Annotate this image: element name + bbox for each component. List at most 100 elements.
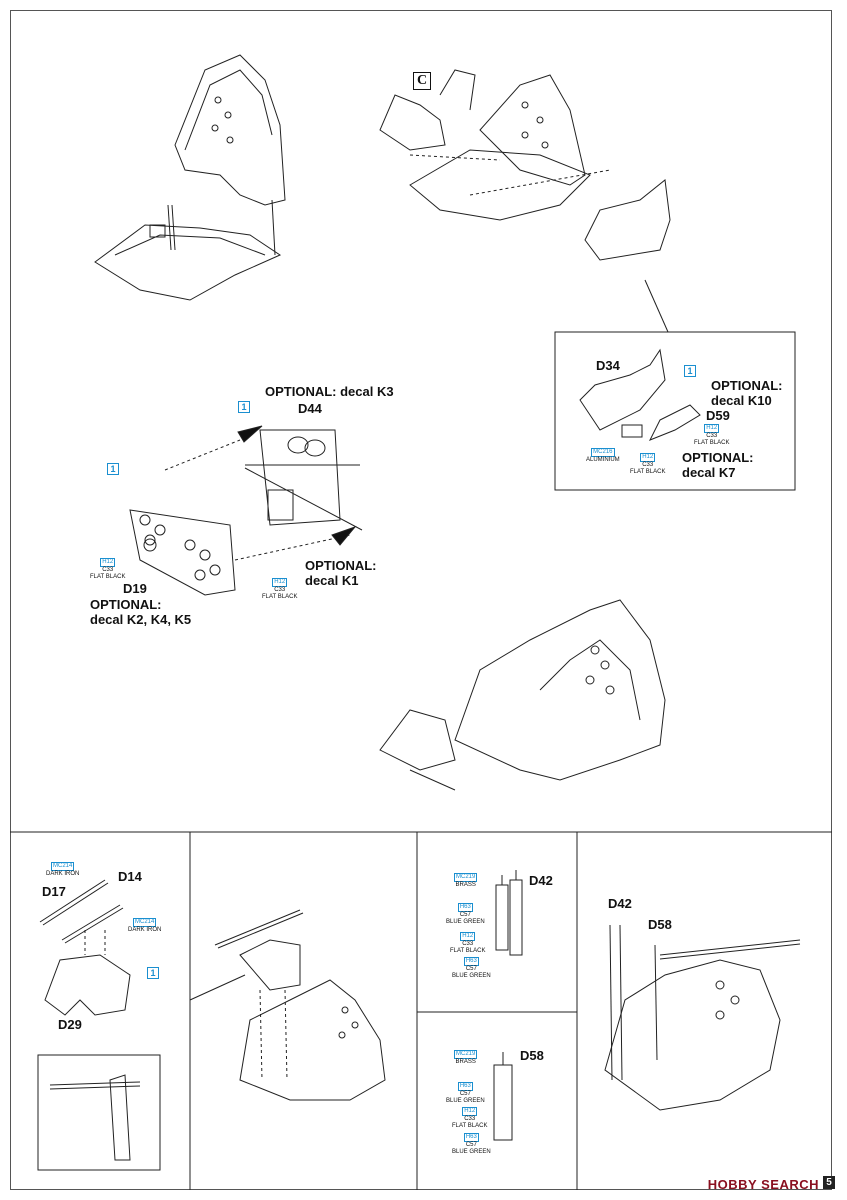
paint-code: H63 xyxy=(463,957,479,966)
paint-code: C57 xyxy=(459,1091,471,1097)
part-d19-label: D19 xyxy=(123,581,147,596)
cockpit-sidewall-assembly-drawing xyxy=(379,69,671,333)
paint-code: H63 xyxy=(457,903,473,912)
cannon-mount-drawing xyxy=(39,879,131,1016)
paint-code: H12 xyxy=(272,578,288,587)
paint-code: C33 xyxy=(462,941,474,947)
paint-name: DARK IRON xyxy=(128,927,162,933)
step-number-1: 1 xyxy=(107,463,119,475)
paint-callout-flat-black-d58: H12 C33 FLAT BLACK xyxy=(452,1107,487,1130)
assembly-c-marker: C xyxy=(413,72,431,90)
optional-k10-label: OPTIONAL: decal K10 xyxy=(711,378,783,408)
optional-k2-label: OPTIONAL: decal K2, K4, K5 xyxy=(90,597,191,627)
arrow-marker xyxy=(331,525,357,546)
paint-code: H63 xyxy=(463,1133,479,1142)
detail-inset-drawing xyxy=(49,1074,141,1161)
final-assembly-drawing xyxy=(604,924,801,1111)
optional-k2-line1: OPTIONAL: xyxy=(90,597,162,612)
paint-name: FLAT BLACK xyxy=(452,1123,488,1129)
paint-code: MC219 xyxy=(454,1050,478,1059)
arrow-marker xyxy=(237,425,263,443)
hobby-search-watermark: HOBBY SEARCH xyxy=(707,1177,819,1192)
optional-k1-line2: decal K1 xyxy=(305,573,359,588)
instrument-panel-drawing xyxy=(129,509,236,596)
optional-k1-label: OPTIONAL: decal K1 xyxy=(305,558,377,588)
part-d14-label: D14 xyxy=(118,869,142,884)
optional-k10-line2: decal K10 xyxy=(711,393,772,408)
paint-code: C33 xyxy=(274,587,286,593)
part-d29-label: D29 xyxy=(58,1017,82,1032)
paint-callout-d19: H12 C33 FLAT BLACK xyxy=(90,558,125,581)
paint-callout-blue-green-4: H63 C57 BLUE GREEN xyxy=(452,1133,491,1156)
paint-callout-d44: H12 C33 FLAT BLACK xyxy=(262,578,297,601)
step-number-1: 1 xyxy=(684,365,696,377)
paint-name: BLUE GREEN xyxy=(452,1149,491,1155)
cockpit-combined-assembly-drawing xyxy=(379,599,666,791)
paint-code: C57 xyxy=(465,1142,477,1148)
paint-name: ALUMINIUM xyxy=(586,457,620,463)
paint-callout-dark-iron-1: MC214 DARK IRON xyxy=(46,862,79,878)
cylinder-d42-drawing xyxy=(495,870,523,956)
paint-code: MC216 xyxy=(591,448,615,457)
paint-code: MC219 xyxy=(454,873,478,882)
paint-callout-dark-iron-2: MC214 DARK IRON xyxy=(128,918,161,934)
part-d59-label: D59 xyxy=(706,408,730,423)
seat-bulkhead-drawing xyxy=(174,54,286,256)
paint-code: C33 xyxy=(642,462,654,468)
part-d58-label: D58 xyxy=(648,917,672,932)
paint-code: C57 xyxy=(465,966,477,972)
optional-k7-line1: OPTIONAL: xyxy=(682,450,754,465)
paint-callout-brass-d58: MC219 BRASS xyxy=(454,1050,478,1066)
instruction-page-frame xyxy=(10,10,832,1190)
part-d42-label: D42 xyxy=(529,873,553,888)
optional-k7-label: OPTIONAL: decal K7 xyxy=(682,450,754,480)
paint-callout-brass-d42: MC219 BRASS xyxy=(454,873,478,889)
paint-code: C57 xyxy=(459,912,471,918)
paint-callout-blue-green-1: H63 C57 BLUE GREEN xyxy=(446,903,485,926)
paint-name: BLUE GREEN xyxy=(452,973,491,979)
inset-sidewall-drawing xyxy=(579,348,701,441)
step-number-1: 1 xyxy=(147,967,159,979)
paint-callout-inset-2: H12 C33 FLAT BLACK xyxy=(694,424,729,447)
paint-name: FLAT BLACK xyxy=(630,469,666,475)
cylinder-d58-drawing xyxy=(493,1052,513,1141)
paint-code: H12 xyxy=(640,453,656,462)
paint-code: C33 xyxy=(102,567,114,573)
optional-k2-line2: decal K2, K4, K5 xyxy=(90,612,192,627)
paint-code: H63 xyxy=(457,1082,473,1091)
part-d58-label: D58 xyxy=(520,1048,544,1063)
cockpit-floor-drawing xyxy=(94,204,282,301)
optional-decal-k3-label: OPTIONAL: decal K3 xyxy=(265,384,394,399)
paint-name: FLAT BLACK xyxy=(90,574,126,580)
optional-k10-line1: OPTIONAL: xyxy=(711,378,783,393)
paint-code: H12 xyxy=(460,932,476,941)
paint-name: BLUE GREEN xyxy=(446,1098,485,1104)
detail-inset-box xyxy=(37,1054,161,1171)
gunsight-frame-drawing xyxy=(164,429,363,561)
paint-callout-inset-1: H12 C33 FLAT BLACK xyxy=(630,453,665,476)
paint-code: MC214 xyxy=(133,918,157,927)
paint-code: H12 xyxy=(462,1107,478,1116)
paint-name: BLUE GREEN xyxy=(446,919,485,925)
paint-callout-flat-black-d42: H12 C33 FLAT BLACK xyxy=(450,932,485,955)
paint-code: C33 xyxy=(706,433,718,439)
paint-callout-aluminium: MC216 ALUMINIUM xyxy=(586,448,620,464)
paint-name: BRASS xyxy=(455,882,476,888)
paint-name: FLAT BLACK xyxy=(694,440,730,446)
page-number: 5 xyxy=(823,1176,835,1189)
part-d34-label: D34 xyxy=(596,358,620,373)
optional-k1-line1: OPTIONAL: xyxy=(305,558,377,573)
paint-code: MC214 xyxy=(51,862,75,871)
seat-with-cannons-drawing xyxy=(189,909,386,1101)
step-number-1: 1 xyxy=(238,401,250,413)
part-d44-label: D44 xyxy=(298,401,322,416)
paint-callout-blue-green-2: H63 C57 BLUE GREEN xyxy=(452,957,491,980)
inset-box xyxy=(554,331,796,491)
optional-k7-line2: decal K7 xyxy=(682,465,736,480)
paint-name: BRASS xyxy=(455,1059,476,1065)
part-d17-label: D17 xyxy=(42,884,66,899)
paint-callout-blue-green-3: H63 C57 BLUE GREEN xyxy=(446,1082,485,1105)
paint-name: FLAT BLACK xyxy=(450,948,486,954)
paint-name: DARK IRON xyxy=(46,871,80,877)
